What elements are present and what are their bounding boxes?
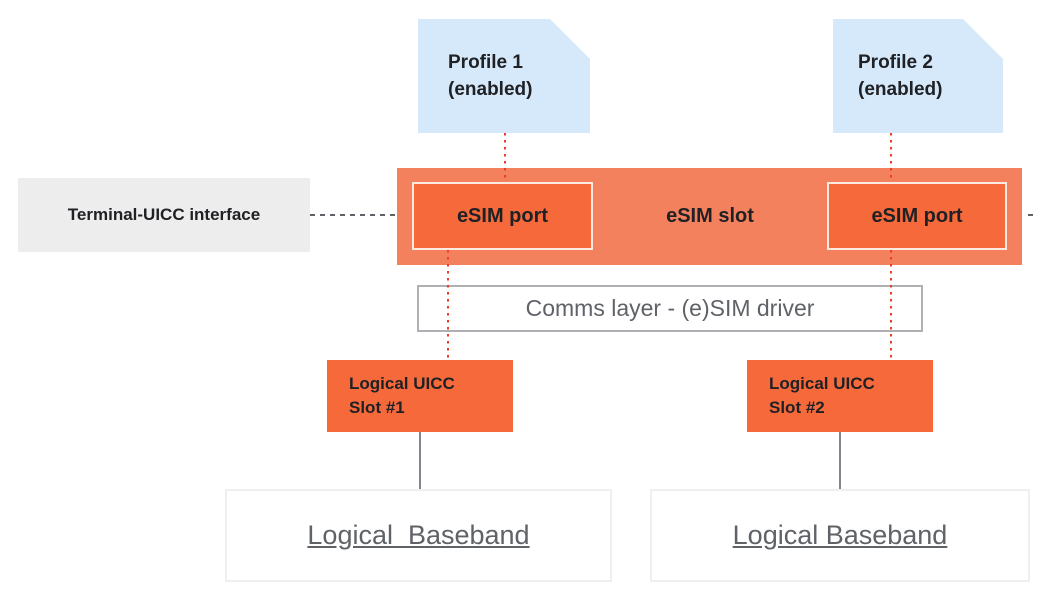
terminal-uicc-interface-box: Terminal-UICC interface (18, 178, 310, 252)
profile-2-state: (enabled) (858, 79, 943, 100)
profile-1-state: (enabled) (448, 79, 533, 100)
esim-slot-label-wrap: eSIM slot (593, 168, 827, 265)
connector-profile2-to-port2 (890, 133, 892, 182)
terminal-uicc-interface-label: Terminal-UICC interface (67, 205, 261, 224)
connector-profile1-to-port1 (504, 133, 506, 182)
esim-port-1-box: eSIM port (412, 182, 593, 250)
esim-port-2-box: eSIM port (827, 182, 1007, 250)
logical-uicc-slot-1-line1: Logical UICC (349, 374, 455, 393)
comms-layer-label: Comms layer - (e)SIM driver (525, 295, 815, 321)
esim-port-1-label: eSIM port (456, 204, 549, 227)
logical-baseband-2-label: Logical Baseband (732, 520, 948, 550)
profile-1-card: Profile 1 (enabled) (418, 19, 590, 133)
esim-port-2-label: eSIM port (871, 204, 963, 227)
esim-slot-label: eSIM slot (666, 205, 754, 227)
connector-uicc-slot1-to-baseband1 (419, 432, 421, 489)
comms-layer-box: Comms layer - (e)SIM driver (417, 285, 923, 332)
logical-uicc-slot-1-line2: Slot #1 (349, 398, 405, 417)
logical-uicc-slot-2-line1: Logical UICC (769, 374, 875, 393)
profile-2-card: Profile 2 (enabled) (833, 19, 1003, 133)
logical-baseband-2-box: Logical Baseband (650, 489, 1030, 582)
connector-uicc-slot2-to-baseband2 (839, 432, 841, 489)
profile-2-title: Profile 2 (858, 52, 933, 73)
connector-esim-slot-right-stub (1028, 214, 1038, 216)
logical-baseband-1-label: Logical Baseband (307, 520, 530, 550)
logical-uicc-slot-2-box: Logical UICC Slot #2 (747, 360, 933, 432)
logical-baseband-1-box: Logical Baseband (225, 489, 612, 582)
logical-uicc-slot-2-line2: Slot #2 (769, 398, 825, 417)
connector-port2-to-uicc-slot2 (890, 250, 892, 360)
logical-uicc-slot-1-box: Logical UICC Slot #1 (327, 360, 513, 432)
profile-1-title: Profile 1 (448, 52, 523, 73)
connector-terminal-to-esim-slot (310, 214, 397, 216)
connector-port1-to-uicc-slot1 (447, 250, 449, 360)
